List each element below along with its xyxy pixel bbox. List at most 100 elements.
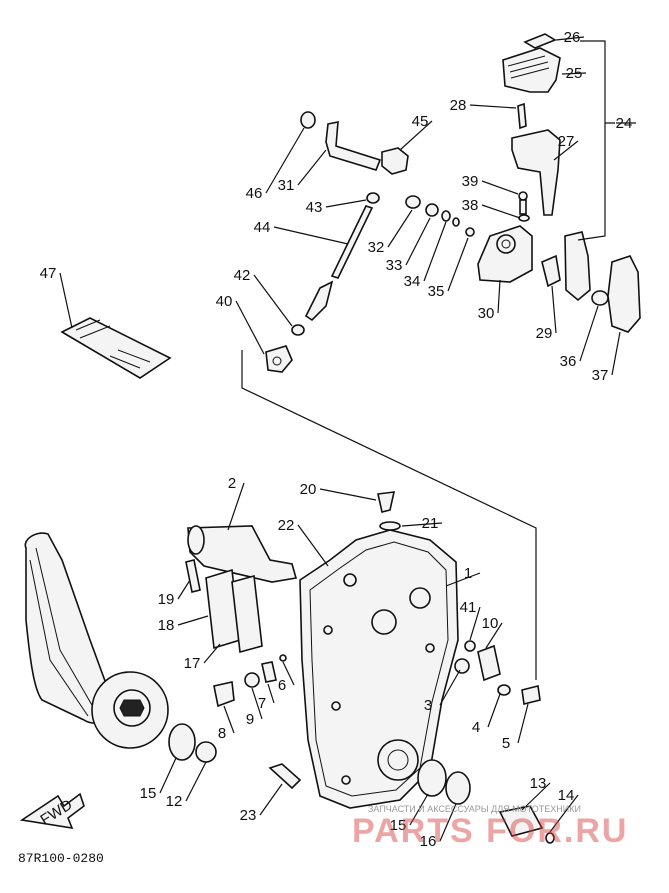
callout-31: 31 — [278, 177, 295, 194]
callout-37: 37 — [592, 367, 609, 384]
callout-12: 12 — [166, 793, 183, 810]
diagram-code: 87R100-0280 — [18, 851, 104, 866]
callout-16: 16 — [420, 833, 437, 850]
part-34-washer-b — [452, 217, 460, 227]
callout-1: 1 — [464, 565, 472, 582]
part-14-clip — [545, 832, 555, 844]
callout-7: 7 — [258, 695, 266, 712]
part-40-rod-end — [265, 345, 293, 373]
leader-line-39 — [481, 180, 519, 195]
part-31-lever — [325, 121, 382, 171]
callout-47: 47 — [40, 265, 57, 282]
callout-10: 10 — [482, 615, 499, 632]
callout-29: 29 — [536, 325, 553, 342]
callout-24: 24 — [616, 115, 633, 132]
leader-line-15 — [159, 757, 177, 794]
leader-line-1 — [445, 572, 481, 587]
callout-44: 44 — [254, 219, 271, 236]
leader-line-35 — [447, 237, 469, 292]
part-33-washer — [425, 203, 439, 217]
part-8-bolt — [213, 681, 235, 708]
leader-line-20 — [319, 488, 377, 501]
leader-line-36 — [579, 305, 599, 362]
leader-line-22 — [297, 524, 329, 567]
callout-43: 43 — [306, 199, 323, 216]
callout-15: 15 — [140, 785, 157, 802]
part-34-washer — [441, 210, 451, 222]
leader-line-16 — [439, 803, 457, 842]
callout-41: 41 — [460, 599, 477, 616]
leader-line-46 — [265, 127, 305, 194]
part-19-bolt — [185, 559, 201, 593]
part-15-bearing-b — [417, 759, 447, 797]
leader-line-8 — [223, 705, 235, 734]
callout-26: 26 — [564, 29, 581, 46]
part-35-ring — [465, 227, 475, 237]
leader-line-17 — [203, 643, 221, 664]
leader-line-4 — [487, 693, 501, 728]
leader-line-6 — [282, 661, 295, 686]
part-30-pivot-block — [477, 225, 533, 283]
callout-3: 3 — [424, 697, 432, 714]
leader-line-12 — [185, 761, 207, 802]
callout-15: 15 — [390, 817, 407, 834]
callout-33: 33 — [386, 257, 403, 274]
callout-18: 18 — [158, 617, 175, 634]
part-46-bushing — [300, 111, 316, 129]
callout-30: 30 — [478, 305, 495, 322]
part-15-bearing — [168, 723, 196, 761]
part-37-yoke — [607, 255, 641, 333]
leader-line-38 — [481, 204, 521, 219]
leader-line-5 — [517, 703, 529, 744]
callout-21: 21 — [422, 515, 439, 532]
callout-36: 36 — [560, 353, 577, 370]
callout-5: 5 — [502, 735, 510, 752]
part-23-bolt — [268, 763, 302, 790]
part-32-collar — [405, 195, 421, 209]
callout-28: 28 — [450, 97, 467, 114]
callout-39: 39 — [462, 173, 479, 190]
callout-42: 42 — [234, 267, 251, 284]
leader-line-32 — [387, 209, 413, 248]
part-26-cap — [523, 33, 557, 49]
part-12-seal — [195, 741, 217, 763]
watermark-top: ЗАПЧАСТИ И АКСЕССУАРЫ ДЛЯ МОТОТЕХНИКИ — [368, 804, 581, 814]
part-28-bolt — [517, 102, 527, 130]
leader-line-25 — [561, 72, 587, 75]
leader-line-15 — [409, 793, 429, 826]
leader-line-13 — [521, 782, 551, 811]
part-42-nut — [291, 324, 305, 336]
part-10-plate — [477, 644, 501, 682]
part-39-bolt — [518, 191, 528, 201]
part-38-washer — [518, 214, 530, 222]
callout-2: 2 — [228, 475, 236, 492]
leader-line-44 — [273, 226, 349, 245]
leader-line-30 — [497, 279, 501, 314]
leader-line-31 — [297, 149, 327, 186]
part-2-shaft — [187, 525, 298, 583]
leader-line-33 — [405, 217, 431, 266]
callout-45: 45 — [412, 113, 429, 130]
callout-4: 4 — [472, 719, 480, 736]
leader-line-28 — [469, 104, 517, 109]
callout-20: 20 — [300, 481, 317, 498]
callout-23: 23 — [240, 807, 257, 824]
leader-line-27 — [553, 140, 579, 161]
leader-line-41 — [469, 606, 481, 641]
part-6-pin — [279, 654, 287, 662]
callout-6: 6 — [278, 677, 286, 694]
callout-22: 22 — [278, 517, 295, 534]
leader-line-26 — [555, 36, 585, 41]
leader-line-43 — [325, 199, 367, 208]
part-27-bracket — [511, 129, 561, 216]
part-4-washer — [497, 684, 511, 696]
callout-27: 27 — [558, 133, 575, 150]
part-24-arm — [564, 231, 591, 302]
leader-line-37 — [611, 331, 621, 376]
leader-line-19 — [177, 579, 191, 600]
leader-line-34 — [423, 221, 447, 282]
leader-line-42 — [253, 274, 293, 327]
leader-line-29 — [551, 285, 557, 334]
